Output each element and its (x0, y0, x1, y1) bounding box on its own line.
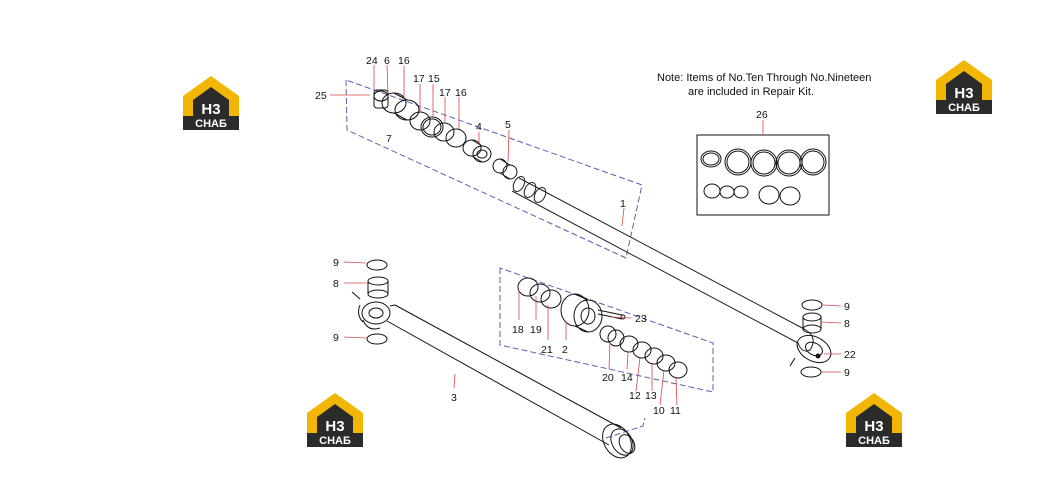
repair-kit-box (696, 134, 830, 216)
ring-20 (599, 325, 625, 347)
label-9c: 9 (844, 301, 850, 313)
seal-21 (540, 289, 562, 309)
label-17: 17 (413, 73, 425, 85)
brand-logo-icon: H3 СНАБ (307, 393, 363, 447)
tube-dash-line (605, 417, 646, 439)
label-12: 12 (629, 390, 641, 402)
rod-end-eye (789, 334, 832, 367)
label-6: 6 (384, 55, 390, 67)
label-18: 18 (512, 324, 524, 336)
repair-kit-note-line1: Note: Items of No.Ten Through No.Ninetee… (657, 72, 872, 84)
label-4: 4 (476, 121, 482, 133)
label-3: 3 (451, 392, 457, 404)
logo-top-right: H3 СНАБ (932, 56, 996, 136)
label-7: 7 (386, 133, 392, 145)
seal-13 (644, 347, 664, 365)
repair-kit-note-line2: are included in Repair Kit. (688, 86, 814, 98)
label-9d: 9 (844, 367, 850, 379)
label-14: 14 (621, 372, 633, 384)
left-seal-9-top (366, 259, 388, 271)
tube-base-clevis (351, 291, 396, 330)
label-1: 1 (620, 198, 626, 210)
seal-14 (619, 335, 639, 353)
logo-wordmark: СНАБ (319, 435, 351, 447)
label-20: 20 (602, 372, 614, 384)
logo-letters: H3 (201, 101, 220, 118)
wear-ring-4 (462, 139, 492, 163)
label-24: 24 (366, 55, 378, 67)
upper-group-frame (345, 79, 643, 259)
label-23: 23 (635, 313, 647, 325)
seal-16b (445, 128, 467, 148)
logo-wordmark: СНАБ (948, 102, 980, 114)
seal-17b (433, 122, 455, 142)
seal-15-inner (422, 118, 442, 136)
head-part-6 (373, 89, 389, 109)
seal-10 (656, 354, 676, 372)
right-bushing-8 (802, 312, 822, 334)
logo-letters: H3 (864, 418, 883, 435)
label-25: 25 (315, 90, 327, 102)
lower-group-frame (499, 267, 714, 393)
right-seal-9-bottom (800, 366, 822, 378)
label-9b: 9 (333, 332, 339, 344)
logo-wordmark: СНАБ (195, 118, 227, 130)
bolt-23 (597, 309, 626, 320)
seal-12 (632, 341, 652, 359)
piston-2 (560, 293, 603, 333)
label-8b: 8 (844, 318, 850, 330)
left-seal-9-bottom (366, 333, 388, 345)
label-16b: 16 (455, 87, 467, 99)
label-10: 10 (653, 405, 665, 417)
brand-logo-icon: H3 СНАБ (846, 393, 902, 447)
left-bushing-8 (367, 276, 389, 299)
label-22: 22 (844, 349, 856, 361)
logo-letters: H3 (325, 418, 344, 435)
logo-bottom-right: H3 СНАБ (842, 389, 906, 469)
part-labels: 24 6 16 25 7 17 15 17 16 4 5 1 26 9 8 9 … (315, 55, 856, 417)
seal-19 (529, 283, 551, 303)
label-21: 21 (541, 344, 553, 356)
label-13: 13 (645, 390, 657, 402)
label-8a: 8 (333, 278, 339, 290)
logo-letters: H3 (954, 85, 973, 102)
cylinder-tube (386, 304, 636, 459)
label-2: 2 (562, 344, 568, 356)
seal-11 (668, 361, 688, 379)
piston-rod (511, 176, 814, 352)
brand-logo-icon: H3 СНАБ (183, 76, 239, 130)
label-19: 19 (530, 324, 542, 336)
label-26: 26 (756, 109, 768, 121)
logo-bottom-left: H3 СНАБ (303, 389, 367, 469)
brand-logo-icon: H3 СНАБ (936, 60, 992, 114)
right-seal-9-top (801, 299, 823, 311)
seal-18 (517, 277, 539, 297)
logo-wordmark: СНАБ (858, 435, 890, 447)
stop-ring-5 (492, 158, 518, 180)
label-15: 15 (428, 73, 440, 85)
logo-top-left: H3 СНАБ (179, 72, 243, 152)
label-17b: 17 (439, 87, 451, 99)
seal-15 (420, 116, 444, 138)
label-5: 5 (505, 119, 511, 131)
label-11: 11 (670, 405, 681, 417)
seal-17a (409, 111, 431, 131)
gland-7 (381, 92, 420, 121)
label-16: 16 (398, 55, 410, 67)
leader-lines (330, 64, 842, 406)
label-9a: 9 (333, 257, 339, 269)
repair-kit-seals (700, 148, 827, 206)
